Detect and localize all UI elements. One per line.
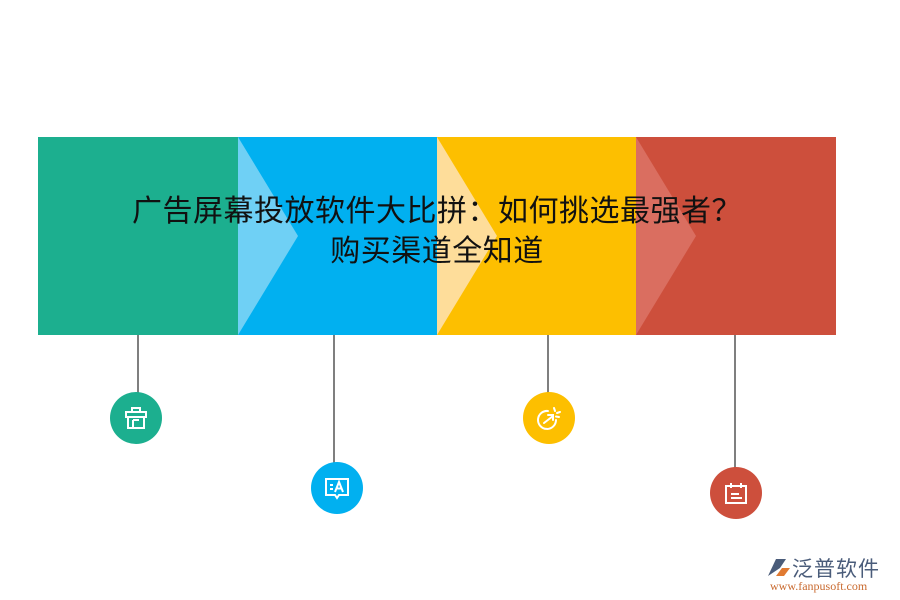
step-circle-1	[110, 392, 162, 444]
step-panel-2	[238, 137, 437, 335]
step-circle-4	[710, 467, 762, 519]
chevron-arrow-icon	[238, 137, 298, 335]
step-panel-3	[437, 137, 636, 335]
page-title: 广告屏幕投放软件大比拼：如何挑选最强者？ 购买渠道全知道	[38, 192, 836, 272]
step-circle-3	[523, 392, 575, 444]
growth-arrow-icon	[537, 407, 561, 430]
connector-line-4	[734, 335, 736, 468]
connector-line-3	[547, 335, 549, 393]
brand-logo: 泛普软件 www.fanpusoft.com	[762, 553, 892, 593]
logo-url: www.fanpusoft.com	[770, 579, 868, 593]
briefcase-icon	[125, 407, 147, 429]
chat-translate-icon	[325, 478, 349, 500]
step-circle-2	[311, 462, 363, 514]
connector-line-1	[137, 335, 139, 393]
logo-name: 泛普软件	[792, 557, 880, 581]
step-panel-4	[636, 137, 836, 335]
chevron-arrow-icon	[636, 137, 696, 335]
logo-mark-icon	[768, 559, 790, 576]
title-line-2: 购买渠道全知道	[330, 234, 544, 269]
step-panel-1	[38, 137, 238, 335]
chevron-arrow-icon	[437, 137, 497, 335]
connector-line-2	[333, 335, 335, 463]
calendar-icon	[725, 483, 747, 504]
title-line-1: 广告屏幕投放软件大比拼：如何挑选最强者？	[132, 194, 742, 229]
